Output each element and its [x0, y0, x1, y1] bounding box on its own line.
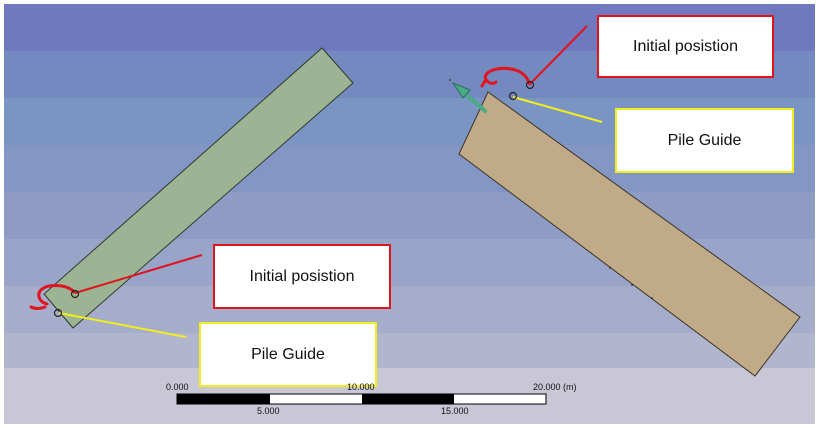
- left-pile-body[interactable]: [43, 47, 354, 329]
- marker-guide-right-icon[interactable]: [508, 91, 518, 101]
- model-canvas[interactable]: [4, 4, 815, 424]
- speck-mark: [609, 267, 611, 269]
- callout-text: Initial posistion: [633, 37, 738, 55]
- marker-guide-left-icon[interactable]: [53, 308, 63, 318]
- callout-initial-position-right: Initial posistion: [597, 15, 774, 78]
- scale-label-10: 10.000: [347, 382, 375, 392]
- scale-label-15: 15.000: [441, 406, 469, 416]
- direction-arrow-head: [451, 81, 471, 99]
- scale-bar: [176, 393, 547, 405]
- direction-arrow-shaft: [461, 90, 487, 113]
- speck-mark: [651, 297, 653, 299]
- leader-guide-right: [512, 96, 603, 123]
- scale-label-0: 0.000: [166, 382, 189, 392]
- scale-outline: [176, 393, 547, 405]
- scale-segment: [362, 394, 454, 404]
- scale-label-5: 5.000: [257, 406, 280, 416]
- graphics-viewport[interactable]: Initial posistion Pile Guide Initial pos…: [4, 4, 815, 424]
- marker-initial-right-icon[interactable]: [525, 80, 535, 90]
- callout-text: Pile Guide: [251, 345, 325, 363]
- red-hook-icon-right: [480, 66, 531, 88]
- callout-text: Pile Guide: [667, 131, 742, 149]
- direction-arrow-icon: [451, 81, 487, 113]
- scale-segment: [177, 394, 270, 404]
- marker-initial-left-icon[interactable]: [70, 289, 80, 299]
- scale-segment: [270, 394, 362, 404]
- right-pile-body[interactable]: [458, 91, 801, 377]
- scale-segment: [454, 394, 546, 404]
- callout-pile-guide-right: Pile Guide: [615, 108, 794, 173]
- leader-initial-left: [74, 254, 203, 294]
- speck-mark: [631, 284, 633, 286]
- callout-initial-position-left: Initial posistion: [213, 244, 391, 309]
- callout-text: Initial posistion: [249, 267, 355, 285]
- leader-guide-left: [58, 312, 187, 338]
- speck-mark: [449, 79, 451, 81]
- callout-pile-guide-left: Pile Guide: [199, 322, 377, 387]
- red-hook-icon-left: [29, 284, 76, 310]
- scale-label-20: 20.000 (m): [533, 382, 577, 392]
- leader-initial-right: [528, 25, 588, 86]
